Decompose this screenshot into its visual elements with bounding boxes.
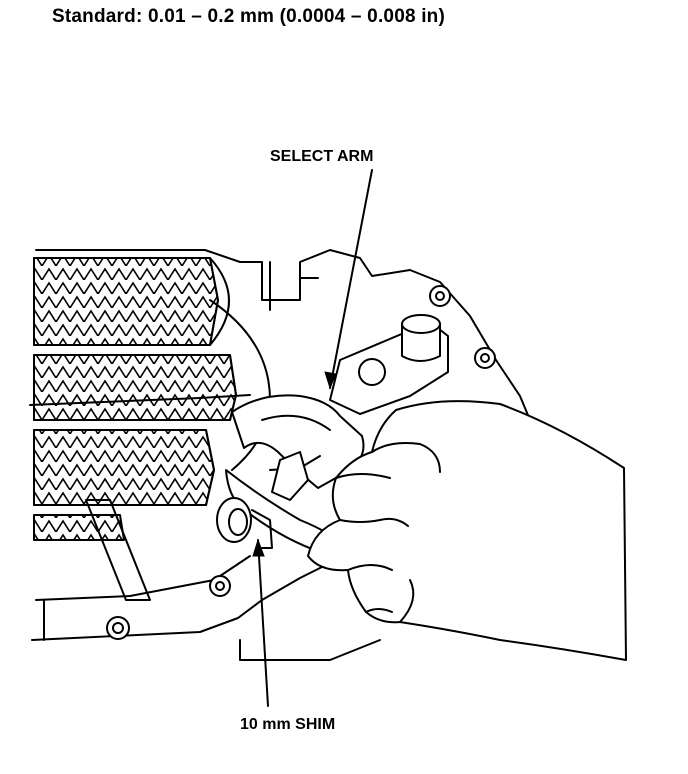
clearance-standard-spec: Standard: 0.01 – 0.2 mm (0.0004 – 0.008 … <box>52 6 446 27</box>
leader-select-arm <box>324 169 373 390</box>
select-arm-label: SELECT ARM <box>270 148 374 165</box>
transmission-case <box>31 249 531 661</box>
select-arm-assembly <box>231 314 449 501</box>
shim-label: 10 mm SHIM <box>240 716 336 733</box>
shim-10mm <box>216 497 273 549</box>
leader-shim <box>252 538 269 707</box>
hand <box>307 400 627 661</box>
gear-stack <box>29 257 271 541</box>
